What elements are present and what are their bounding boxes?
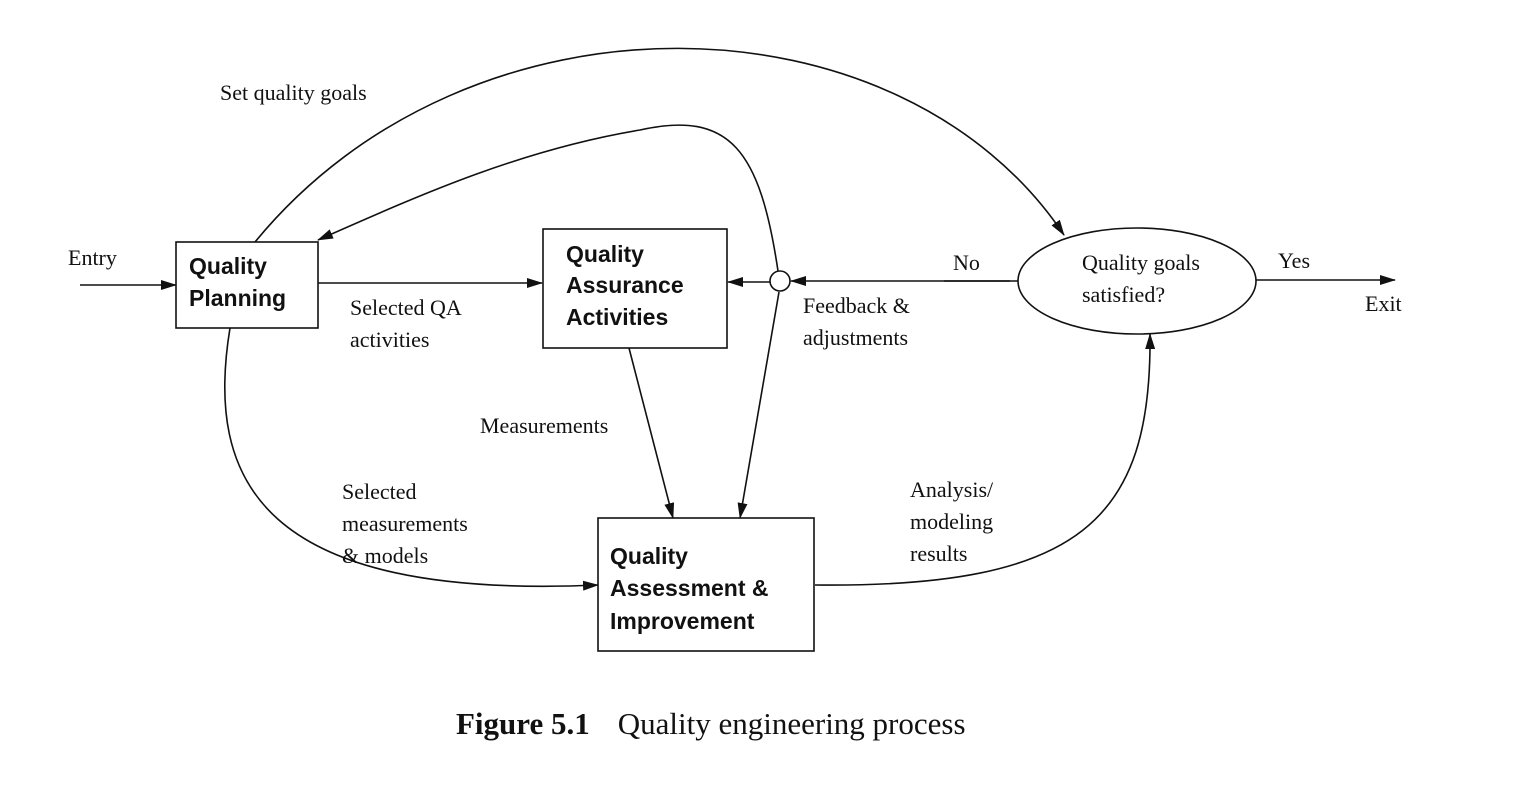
no-label: No <box>953 250 980 275</box>
selected-measurements-label-1: Selected <box>342 479 417 504</box>
set-goals-label: Set quality goals <box>220 80 367 105</box>
feedback-junction <box>769 270 791 292</box>
quality-planning-node: Quality Planning <box>175 241 319 329</box>
feedback-label-2: adjustments <box>803 325 908 350</box>
assessment-line-1: Quality <box>610 543 688 569</box>
qa-activities-line-2: Assurance <box>566 272 684 298</box>
figure-caption: Figure 5.1 Quality engineering process <box>456 706 966 741</box>
analysis-label-3: results <box>910 541 967 566</box>
selected-qa-label-2: activities <box>350 327 429 352</box>
qa-activities-line-3: Activities <box>566 304 668 330</box>
arrow-measurements <box>628 347 675 519</box>
selected-measurements-label-3: & models <box>342 543 428 568</box>
decision-line-1: Quality goals <box>1082 250 1200 275</box>
yes-label: Yes <box>1278 248 1310 273</box>
selected-measurements-label-2: measurements <box>342 511 468 536</box>
caption-title: Quality engineering process <box>618 706 966 741</box>
arrow-junction-to-planning <box>317 124 779 272</box>
assessment-line-3: Improvement <box>610 608 755 634</box>
arrow-junction-to-assessment <box>737 291 780 519</box>
selected-qa-label-1: Selected QA <box>350 295 462 320</box>
entry-label: Entry <box>68 245 117 270</box>
arrow-analysis-results <box>814 333 1156 586</box>
decision-line-2: satisfied? <box>1082 282 1165 307</box>
quality-planning-line-1: Quality <box>189 253 267 279</box>
assessment-line-2: Assessment & <box>610 575 769 601</box>
arrow-set-quality-goals <box>254 47 1065 243</box>
analysis-label-2: modeling <box>910 509 993 534</box>
analysis-label-1: Analysis/ <box>910 477 994 502</box>
caption-number: Figure 5.1 <box>456 706 590 741</box>
exit-label: Exit <box>1365 291 1402 316</box>
qa-activities-line-1: Quality <box>566 241 644 267</box>
decision-node: Quality goals satisfied? <box>1017 227 1257 335</box>
measurements-label: Measurements <box>480 413 608 438</box>
arrow-selected-measurements <box>224 327 599 591</box>
quality-planning-line-2: Planning <box>189 285 286 311</box>
feedback-label-1: Feedback & <box>803 293 910 318</box>
assessment-node: Quality Assessment & Improvement <box>597 517 815 652</box>
qa-activities-node: Quality Assurance Activities <box>542 228 728 349</box>
